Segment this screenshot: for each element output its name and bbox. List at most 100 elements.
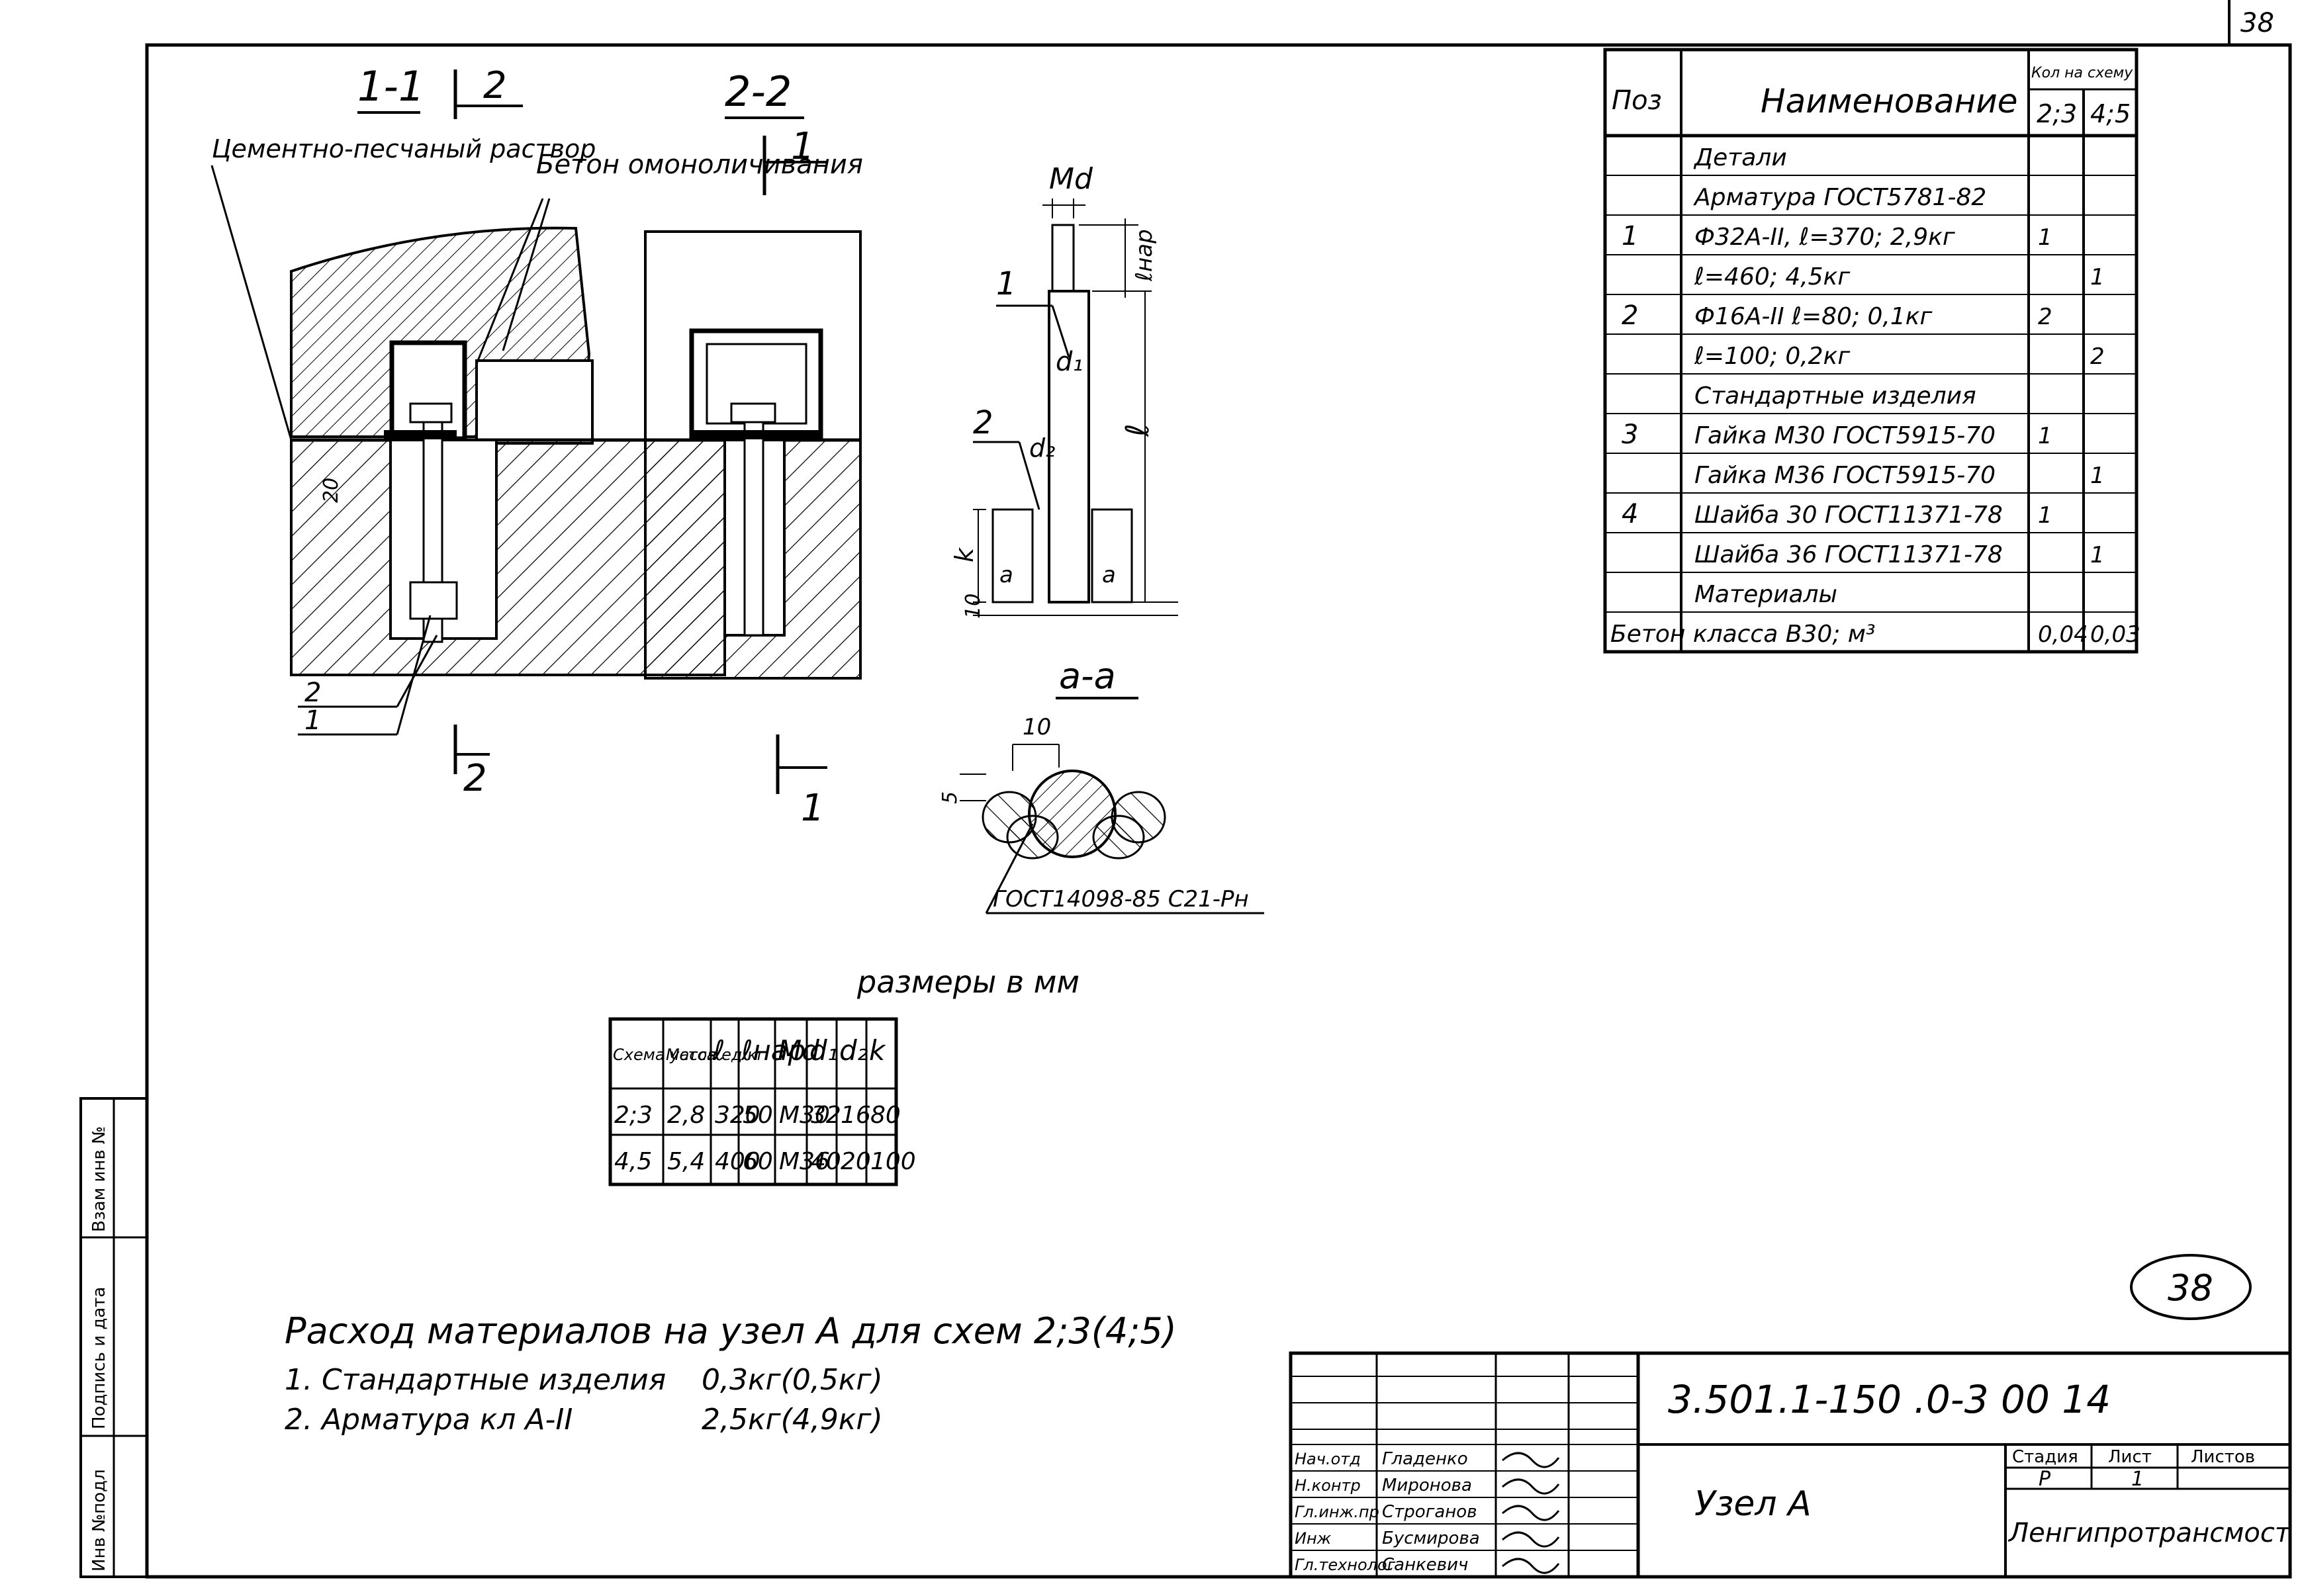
tb-name: Узел А <box>1694 1484 1812 1524</box>
dims-header-cell: d₁ <box>809 1034 839 1067</box>
spec-row-name: Бетон класса В30; м³ <box>1610 621 1875 648</box>
dim-10-bolt-label: 10 <box>962 594 985 619</box>
dims-cell: М30 <box>779 1102 830 1129</box>
dims-cell: 60 <box>743 1148 773 1175</box>
bolt-pos-2-label: 2 <box>973 404 993 441</box>
spec-row-pos: 4 <box>1622 499 1638 529</box>
mortar-label: Цементно-песчаный раствор <box>212 134 596 163</box>
dims-cell: 16 <box>841 1102 871 1129</box>
section-1-1-title: 1-1 <box>357 62 424 111</box>
spec-row-q1: 1 <box>2038 224 2052 251</box>
spec-row-name: Ф16А-II ℓ=80; 0,1кг <box>1694 303 1933 330</box>
weld-gost-label: ГОСТ14098-85 С21-Рн <box>993 886 1249 912</box>
tb-org: Ленгипротрансмост <box>2007 1518 2291 1548</box>
aa-dim-5-label: 5 <box>939 791 962 804</box>
dims-cell: 2;3 <box>614 1102 653 1129</box>
tb-code: 3.501.1-150 .0-3 00 14 <box>1668 1377 2111 1422</box>
signature-scribble <box>1502 1558 1560 1574</box>
section-a-a-title: a-a <box>1059 655 1116 697</box>
section-1-1-ref: 2 <box>483 64 507 107</box>
consumption-item2-label: 2. Арматура кл А-II <box>285 1403 573 1437</box>
spec-row-pos: 3 <box>1622 420 1638 450</box>
dim-20-label: 20 <box>320 478 343 503</box>
tb-sheet-h: Лист <box>2108 1447 2152 1467</box>
dims-header-cell: ℓнар <box>741 1034 805 1067</box>
spec-row-q1: 0,04 <box>2038 621 2088 648</box>
bolt-pos-1-label: 1 <box>996 265 1017 302</box>
consumption-item1-label: 1. Стандартные изделия <box>285 1363 666 1397</box>
cut-marker-right-label: 1 <box>801 787 825 830</box>
dims-cell: 50 <box>743 1102 773 1129</box>
section-2-2-ref: 1 <box>791 125 815 168</box>
d1-label: d₁ <box>1056 347 1083 377</box>
spec-header-qty: Кол на схему <box>2031 65 2133 81</box>
tb-person-name: Миронова <box>1382 1476 1472 1495</box>
signature-scribble <box>1502 1505 1560 1521</box>
spec-row-name: Детали <box>1693 144 1787 171</box>
page-stamp: 38 <box>2130 1254 2252 1320</box>
spec-row-name: Ф32А-II, ℓ=370; 2,9кг <box>1694 224 1956 251</box>
concrete-label: Бетон омоноличивания <box>536 150 863 180</box>
dims-header-cell: k <box>869 1034 886 1067</box>
md-label: Md <box>1049 162 1093 196</box>
dims-cell: 4,5 <box>614 1148 652 1175</box>
dims-cell: 40 <box>811 1148 841 1175</box>
spec-row-q2: 2 <box>2090 343 2105 370</box>
spec-row-name: Гайка М30 ГОСТ5915-70 <box>1694 422 1996 449</box>
dims-header-cell: Md <box>778 1034 819 1067</box>
sheet-corner-number: 38 <box>2240 8 2274 38</box>
signature-scribble <box>1502 1452 1560 1468</box>
dims-cell: 5,4 <box>667 1148 705 1175</box>
a-left-label: a <box>999 562 1013 588</box>
spec-row-q1: 2 <box>2038 304 2052 330</box>
strip-inv-repl: Взам инв № <box>89 1126 109 1232</box>
bolt-detail: Md ℓнар ℓ d₁ d₂ k a a 10 1 2 <box>950 162 1178 619</box>
spec-header-pos: Поз <box>1612 85 1662 116</box>
spec-row-q1: 1 <box>2038 502 2052 529</box>
title-block: 3.501.1-150 .0-3 00 14 Узел А Стадия Лис… <box>1289 1351 2292 1579</box>
aa-dim-10-label: 10 <box>1023 714 1051 740</box>
tb-stage: Р <box>2039 1468 2051 1491</box>
section-a-a: a-a 10 5 ГОСТ14098-85 С21-Рн <box>939 655 1264 914</box>
a-right-label: a <box>1102 562 1116 588</box>
dims-cell: 2,8 <box>667 1102 705 1129</box>
dims-cell: 20 <box>841 1148 871 1175</box>
dims-cell: 320 <box>715 1102 760 1129</box>
tb-person-name: Санкевич <box>1382 1555 1468 1575</box>
tb-person-name: Бусмирова <box>1382 1529 1480 1548</box>
dims-caption: размеры в мм <box>856 964 1080 1000</box>
dims-header-cell: Схема устоя <box>613 1045 717 1064</box>
dims-header-cell: d₂ <box>839 1034 868 1067</box>
pos-2-label: 2 <box>304 678 321 708</box>
tb-person-role: Н.контр <box>1295 1476 1361 1495</box>
consumption-notes: Расход материалов на узел А для схем 2;3… <box>285 1310 1177 1437</box>
spec-row-q2: 1 <box>2090 542 2105 568</box>
pos-1-label: 1 <box>304 705 321 736</box>
strip-sign-date: Подпись и дата <box>89 1287 109 1429</box>
tb-stage-h: Стадия <box>2012 1447 2078 1467</box>
dims-cell: М36 <box>779 1148 830 1175</box>
l-nar-label: ℓнар <box>1131 229 1158 282</box>
consumption-item2-value: 2,5кг(4,9кг) <box>702 1403 883 1437</box>
tb-person-role: Инж <box>1295 1529 1332 1548</box>
tb-sheet: 1 <box>2131 1468 2144 1491</box>
dims-header-cell: ℓ <box>713 1034 725 1067</box>
tb-sheets-h: Листов <box>2191 1447 2255 1467</box>
dims-cell: 32 <box>811 1102 841 1129</box>
page-stamp-number: 38 <box>2168 1267 2213 1309</box>
dims-cell: 80 <box>870 1102 901 1129</box>
consumption-title: Расход материалов на узел А для схем 2;3… <box>285 1310 1177 1352</box>
spec-row-name: Гайка М36 ГОСТ5915-70 <box>1694 462 1996 489</box>
spec-header-q2: 4;5 <box>2090 99 2131 128</box>
spec-row-name: ℓ=100; 0,2кг <box>1694 343 1851 370</box>
binding-strip: Инв №подл Подпись и дата Взам инв № <box>79 1097 148 1578</box>
dims-cell: 400 <box>715 1148 760 1175</box>
signature-scribble <box>1502 1478 1560 1495</box>
d2-label: d₂ <box>1029 433 1055 463</box>
signature-scribble <box>1502 1531 1560 1548</box>
dims-cell: 100 <box>870 1148 916 1175</box>
section-2-2-title: 2-2 <box>725 67 792 116</box>
spec-row-q2: 1 <box>2090 264 2105 290</box>
